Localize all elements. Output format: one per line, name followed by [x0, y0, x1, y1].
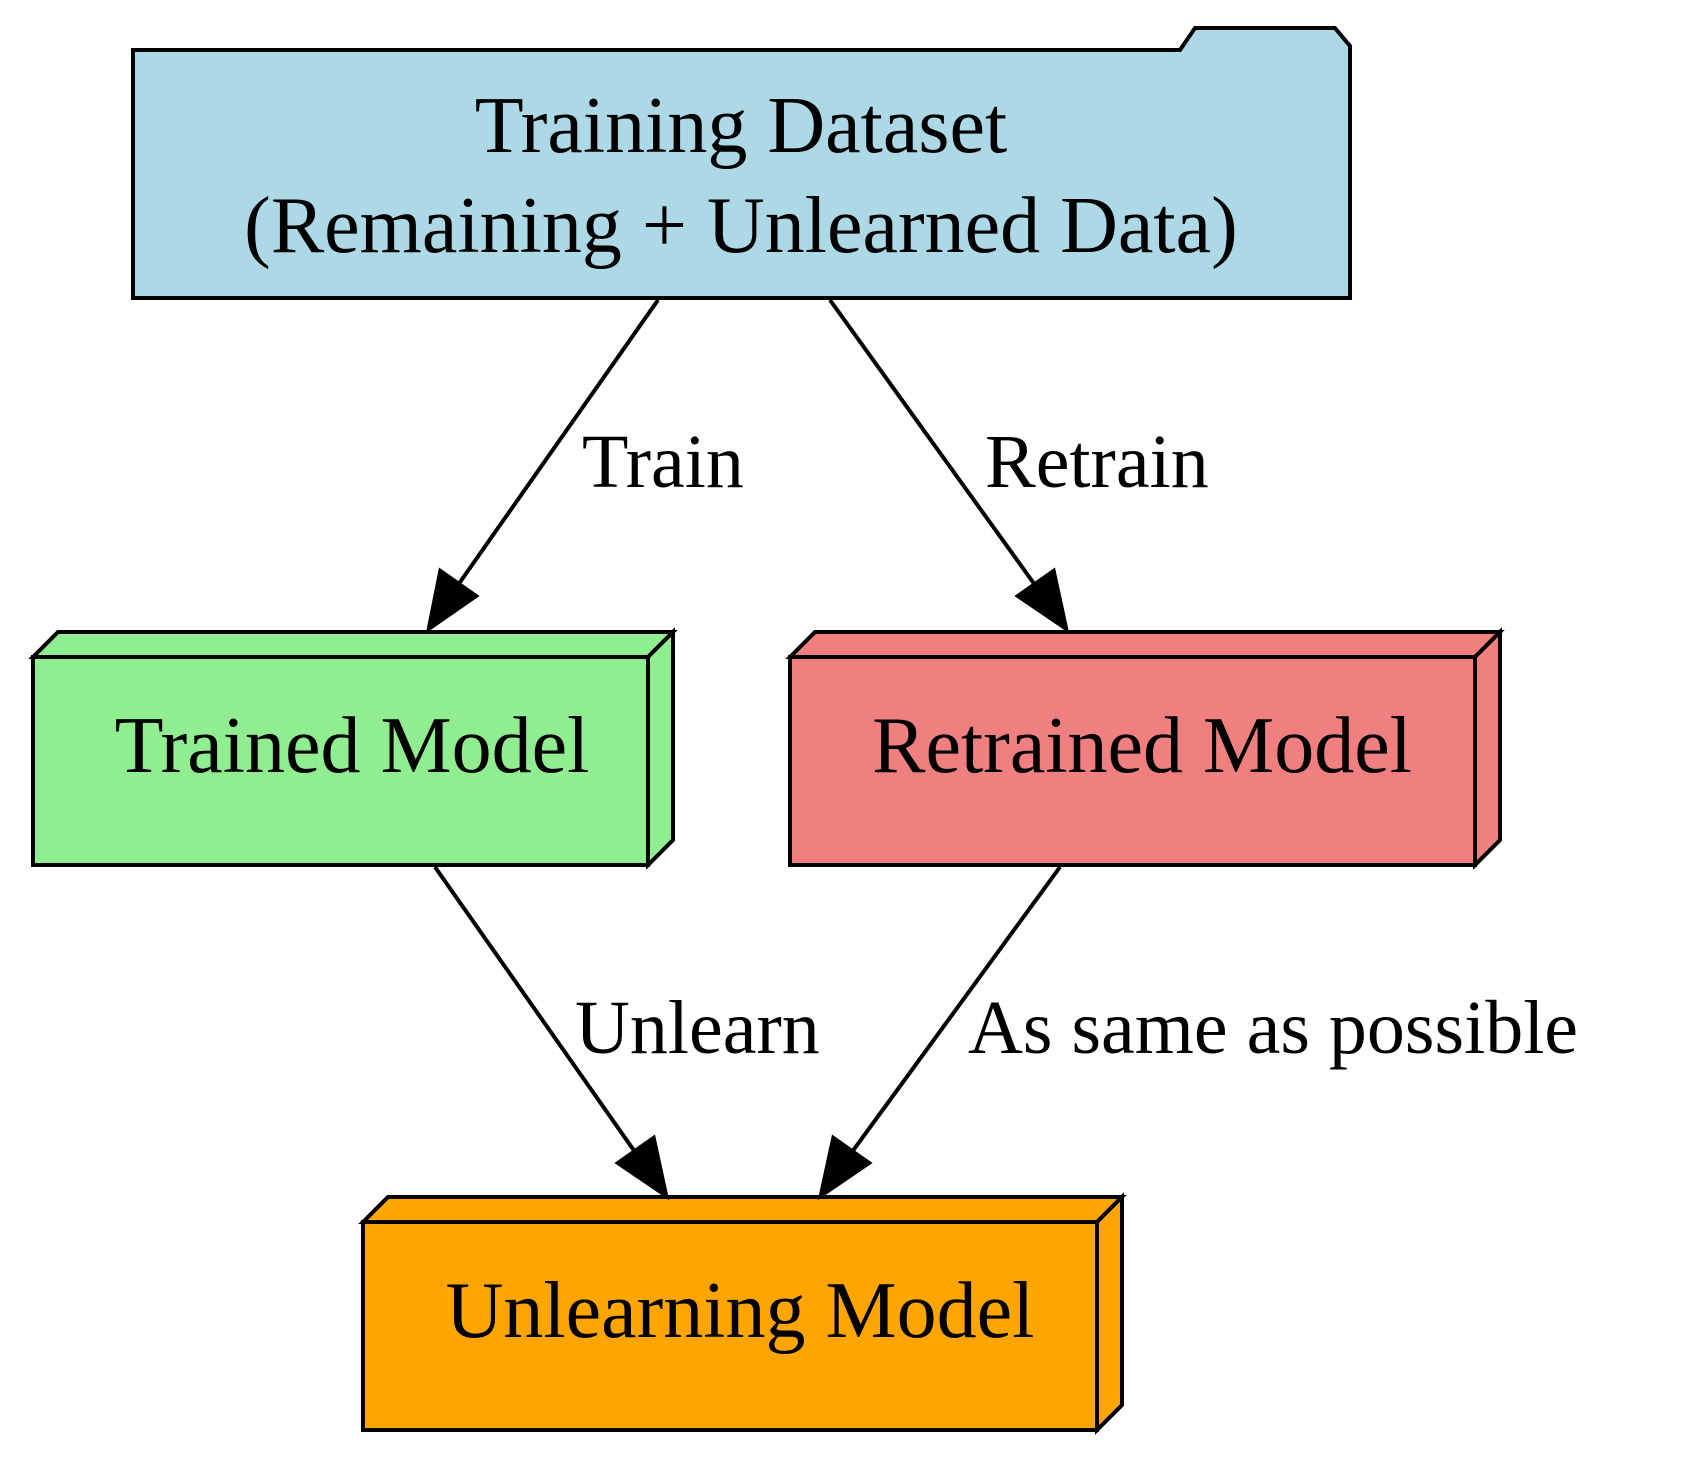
trained-model-node: Trained Model	[28, 627, 678, 870]
retrained-model-front-face	[788, 655, 1477, 867]
retrained-model-label: Retrained Model	[872, 702, 1412, 790]
unlearning-model-top-face	[358, 1195, 1127, 1224]
edge-retrain-label: Retrain	[985, 420, 1209, 504]
training-dataset-subtitle: (Remaining + Unlearned Data)	[244, 182, 1238, 270]
edge-unlearn-arrowhead	[614, 1134, 670, 1201]
unlearning-model-front-face	[361, 1220, 1099, 1432]
unlearning-model-side-face	[1095, 1192, 1124, 1435]
retrained-model-node: Retrained Model	[785, 627, 1505, 870]
edge-train: Train	[425, 298, 744, 634]
retrained-model-top-face	[785, 630, 1505, 659]
edge-train-line	[456, 298, 660, 587]
training-dataset-title: Training Dataset	[475, 82, 1008, 170]
edge-unlearn: Unlearn	[433, 865, 820, 1201]
training-dataset-shape	[131, 26, 1352, 300]
unlearning-model-label: Unlearning Model	[446, 1267, 1035, 1355]
training-dataset-node: Training Dataset (Remaining + Unlearned …	[131, 26, 1352, 300]
trained-model-label: Trained Model	[115, 702, 590, 790]
edge-retrain-arrowhead	[1014, 567, 1070, 634]
edge-retrain: Retrain	[828, 298, 1209, 634]
trained-model-front-face	[31, 655, 650, 867]
retrained-model-side-face	[1473, 627, 1502, 870]
edge-train-arrowhead	[425, 567, 480, 634]
edge-same-line	[850, 865, 1062, 1154]
edge-train-label: Train	[582, 420, 744, 504]
unlearning-model-node: Unlearning Model	[358, 1192, 1127, 1435]
edge-same-arrowhead	[817, 1134, 873, 1201]
edge-unlearn-line	[433, 865, 637, 1154]
edge-same-label: As same as possible	[968, 986, 1578, 1070]
edge-unlearn-label: Unlearn	[575, 986, 820, 1070]
trained-model-top-face	[28, 630, 678, 659]
edge-as-same-as-possible: As same as possible	[817, 865, 1578, 1201]
edge-retrain-line	[828, 298, 1037, 587]
trained-model-side-face	[646, 627, 675, 870]
